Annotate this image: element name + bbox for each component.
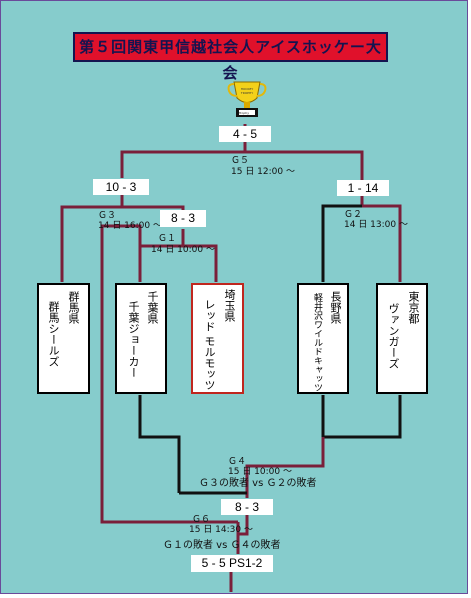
trophy-base-text: Trophy bbox=[239, 111, 249, 115]
g4-label: Ｇ４ bbox=[228, 457, 247, 467]
team-pref-gunma: 群馬県 bbox=[67, 291, 80, 324]
g1-schedule: 14 日 10:00 〜 bbox=[151, 245, 215, 255]
g6-score: 5 - 5 PS1-2 bbox=[191, 555, 273, 572]
team-card-nagano: 長野県 軽井沢ワイルドキャッツ bbox=[297, 283, 349, 394]
g1-label: Ｇ１ bbox=[158, 234, 177, 244]
team-card-gunma: 群馬県 群馬シールズ bbox=[37, 283, 90, 394]
g6-schedule: 15 日 14:30 〜 bbox=[189, 525, 253, 535]
trophy-plate-text: HOCKEY TROPHY bbox=[240, 87, 254, 95]
team-card-saitama: 埼玉県 レッド モルモッツ bbox=[191, 283, 244, 394]
g5-score: 4 - 5 bbox=[219, 126, 271, 142]
g3-schedule: 14 日 16:00 〜 bbox=[98, 221, 162, 231]
g2-label: Ｇ２ bbox=[344, 210, 363, 220]
team-pref-chiba: 千葉県 bbox=[146, 291, 159, 324]
team-pref-tokyo: 東京都 bbox=[407, 291, 420, 324]
team-pref-nagano: 長野県 bbox=[329, 291, 342, 324]
team-card-tokyo: 東京都 ヴァンガーズ bbox=[376, 283, 428, 394]
g4-score: 8 - 3 bbox=[221, 499, 273, 515]
team-name-gunma: 群馬シールズ bbox=[47, 301, 60, 367]
g4-bracket-lines bbox=[138, 395, 402, 498]
g5-schedule: 15 日 12:00 〜 bbox=[231, 167, 295, 177]
g2-schedule: 14 日 13:00 〜 bbox=[344, 220, 408, 230]
g5-label: Ｇ５ bbox=[231, 156, 250, 166]
team-pref-saitama: 埼玉県 bbox=[223, 289, 236, 322]
trophy-icon bbox=[227, 81, 267, 117]
g3-label: Ｇ３ bbox=[98, 211, 117, 221]
g4-schedule: 15 日 10:00 〜 bbox=[228, 467, 292, 477]
g6-matchup: Ｇ１の敗者 vs Ｇ４の敗者 bbox=[163, 540, 281, 551]
team-name-nagano: 軽井沢ワイルドキャッツ bbox=[312, 293, 322, 392]
team-name-chiba: 千葉ジョーカー bbox=[127, 301, 140, 378]
g2-score: 1 - 14 bbox=[337, 180, 389, 196]
g4-matchup: Ｇ３の敗者 vs Ｇ２の敗者 bbox=[199, 478, 317, 489]
g3-score: 10 - 3 bbox=[93, 179, 149, 195]
team-name-saitama: レッド モルモッツ bbox=[203, 299, 216, 391]
team-name-tokyo: ヴァンガーズ bbox=[387, 303, 400, 369]
team-card-chiba: 千葉県 千葉ジョーカー bbox=[115, 283, 167, 394]
g2-bracket-lines bbox=[321, 196, 402, 282]
g6-bracket-lines bbox=[229, 514, 249, 592]
g6-label: Ｇ６ bbox=[192, 515, 211, 525]
g1-score: 8 - 3 bbox=[160, 210, 206, 227]
tournament-title: 第５回関東甲信越社会人アイスホッケー大会 bbox=[73, 32, 388, 82]
g1-loser-lines bbox=[100, 224, 238, 524]
